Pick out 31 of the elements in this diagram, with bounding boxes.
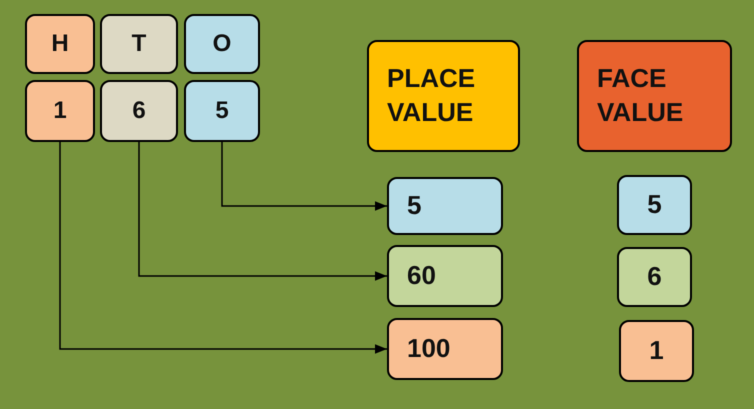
arrow (221, 142, 387, 211)
value-box (387, 177, 503, 235)
value-box (619, 320, 694, 382)
value-text: 1 (53, 96, 67, 126)
arrow (59, 142, 387, 354)
value-box (387, 318, 503, 380)
value-text: 1 (649, 334, 664, 368)
value-box (100, 14, 178, 74)
value-box (184, 80, 260, 142)
value-box (25, 80, 95, 142)
value-text: PLACE VALUE (387, 62, 476, 129)
value-box (184, 14, 260, 74)
value-box (617, 247, 692, 307)
value-text: 5 (647, 188, 662, 222)
value-box (25, 14, 95, 74)
value-text: 100 (407, 332, 450, 366)
arrow (138, 142, 387, 281)
value-text: 6 (132, 96, 146, 126)
heading-box (367, 40, 520, 152)
value-text: 6 (647, 260, 662, 294)
value-text: H (51, 29, 69, 60)
value-text: O (212, 29, 232, 60)
value-box (617, 175, 692, 235)
value-text: 60 (407, 259, 436, 292)
value-text: 5 (407, 189, 422, 222)
value-text: 5 (215, 96, 229, 126)
heading-box (577, 40, 732, 152)
value-box (100, 80, 178, 142)
value-box (387, 245, 503, 307)
value-text: FACE VALUE (597, 62, 684, 129)
value-text: T (132, 29, 146, 60)
